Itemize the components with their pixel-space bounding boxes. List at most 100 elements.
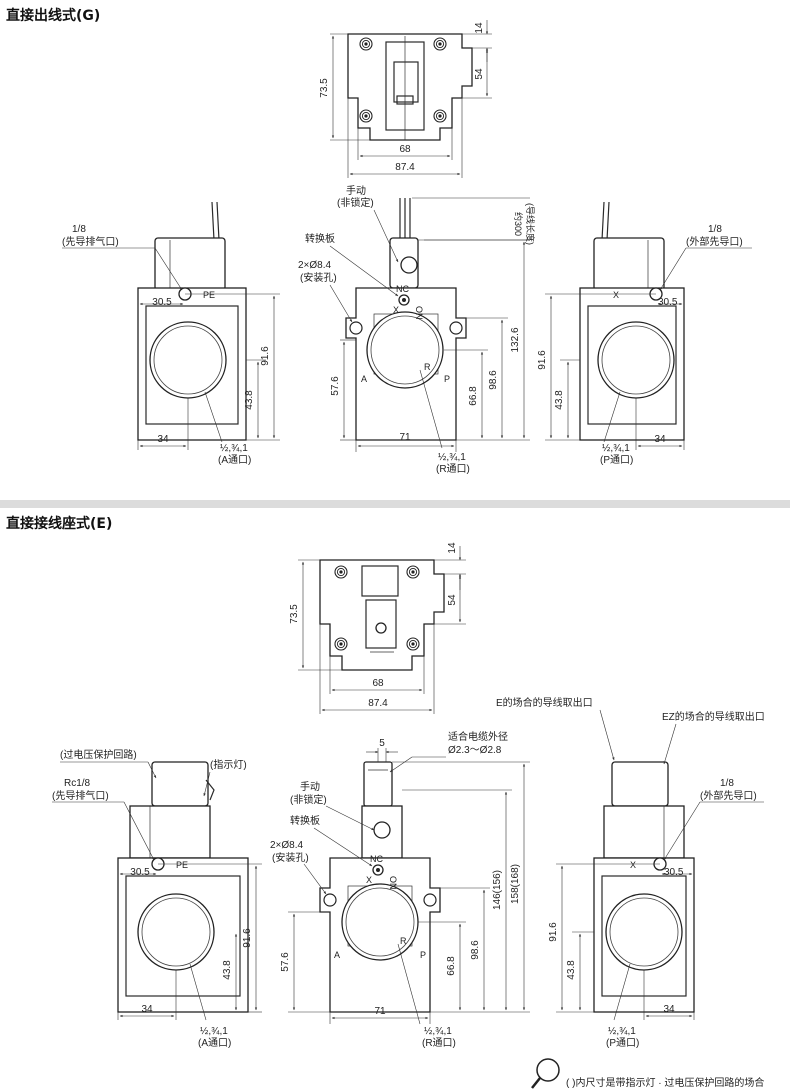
g-left-conn-size: ½,¾,1 (220, 443, 248, 454)
g-center-dim-h2: 98.6 (488, 370, 499, 390)
footnote: ( )内尺寸是带指示灯 · 过电压保护回路的场合 (531, 1058, 764, 1089)
e-center-on: ON (388, 876, 398, 890)
e-left-dim-h2: 43.8 (222, 960, 233, 980)
g-left-pe: PE (203, 290, 215, 300)
section-divider (0, 500, 790, 508)
e-center-holes-sub: (安装孔) (272, 851, 309, 864)
e-top-dim-right: 54 (447, 594, 458, 606)
g-center-conn-size: ½,¾,1 (438, 452, 466, 463)
e-right-conn-name: (P通口) (606, 1037, 639, 1049)
e-center-manual: 手动 (300, 780, 320, 793)
g-top-dim-height: 73.5 (319, 78, 330, 98)
g-center-lead-len: 约300 (513, 212, 524, 236)
e-center-conn-size: ½,¾,1 (424, 1026, 452, 1037)
g-top-dim-top: 14 (474, 22, 485, 34)
e-left-surge: (过电压保护回路) (60, 748, 137, 761)
e-left-dim-h1: 91.6 (242, 928, 253, 948)
magnifier-icon (536, 1058, 560, 1082)
g-center-holes: 2×Ø8.4 (298, 260, 332, 271)
section-title-e: 直接接线座式(E) (6, 515, 112, 532)
e-top-dim-height: 73.5 (289, 604, 300, 624)
e-right-x: X (630, 860, 636, 870)
e-top-dim-width-inner: 68 (372, 678, 384, 689)
e-top-dim-width-outer: 87.4 (368, 698, 388, 709)
g-center-view: NC X ON A R P 手动 (非锁定) 转换板 2×Ø8.4 (安装孔) … (298, 184, 536, 475)
e-center-dim-h2: 98.6 (470, 940, 481, 960)
e-right-dim-h1: 91.6 (548, 922, 559, 942)
e-left-pe: PE (176, 860, 188, 870)
e-center-cable-range: Ø2.3～Ø2.8 (448, 745, 502, 756)
g-center-switch: 转换板 (305, 232, 335, 245)
g-right-conn-name: (P通口) (600, 454, 633, 466)
e-left-conn-name: (A通口) (198, 1037, 231, 1049)
g-center-holes-sub: (安装孔) (300, 271, 337, 284)
e-center-switch: 转换板 (290, 814, 320, 827)
e-center-dim-h-left: 57.6 (280, 952, 291, 972)
e-center-dim-h4: 158(168) (510, 864, 521, 904)
e-center-dim-h3: 146(156) (492, 870, 503, 910)
g-center-manual-sub: (非锁定) (337, 196, 374, 209)
g-right-dim-offset: 30.5 (658, 297, 678, 308)
g-center-dim-width: 71 (399, 432, 411, 443)
g-right-x: X (613, 290, 619, 300)
g-center-conn-name: (R通口) (436, 463, 470, 475)
g-left-dim-offset: 30.5 (152, 297, 172, 308)
e-center-nc: NC (370, 854, 383, 864)
g-left-port-size: 1/8 (72, 224, 86, 235)
g-center-r: R (424, 362, 431, 372)
g-center-on: ON (414, 306, 424, 320)
g-right-port-name: (外部先导口) (686, 235, 743, 248)
e-left-lamp: (指示灯) (210, 758, 247, 771)
g-top-view: 73.5 14 54 68 87.4 (319, 20, 492, 178)
e-center-p: P (420, 950, 426, 960)
e-center-holes: 2×Ø8.4 (270, 840, 304, 851)
e-center-x: X (366, 875, 372, 885)
e-center-conn-name: (R通口) (422, 1037, 456, 1049)
e-right-dim-offset: 30.5 (664, 867, 684, 878)
e-center-cable: 适合电缆外径 (448, 730, 508, 743)
e-right-conn-size: ½,¾,1 (608, 1026, 636, 1037)
g-center-p: P (444, 374, 450, 384)
e-right-dim-width: 34 (663, 1004, 675, 1015)
g-left-port-name: (先导排气口) (62, 235, 119, 248)
g-right-dim-h2: 43.8 (554, 390, 565, 410)
g-left-dim-width: 34 (157, 434, 169, 445)
g-left-dim-h2: 43.8 (244, 390, 255, 410)
g-center-dim-h-left: 57.6 (330, 376, 341, 396)
section-title-g: 直接出线式(G) (6, 7, 100, 24)
e-center-r: R (400, 936, 407, 946)
e-center-a: A (334, 950, 340, 960)
e-top-view: 73.5 14 54 68 87.4 (289, 542, 466, 714)
g-center-manual: 手动 (346, 184, 366, 197)
g-top-dim-right: 54 (474, 68, 485, 80)
g-center-dim-h1: 66.8 (468, 386, 479, 406)
g-center-a: A (361, 374, 367, 384)
e-center-dim-width: 71 (374, 1006, 386, 1017)
e-right-port-name: (外部先导口) (700, 789, 757, 802)
e-left-dim-offset: 30.5 (130, 867, 150, 878)
g-center-x: X (393, 305, 399, 315)
g-left-dim-h1: 91.6 (260, 346, 271, 366)
g-center-dim-h3: 132.6 (510, 327, 521, 352)
e-left-port-size: Rc1/8 (64, 778, 91, 789)
e-center-dim-top: 5 (379, 738, 385, 749)
g-center-lead-sub: (导线长度) (525, 203, 536, 245)
g-top-dim-width-outer: 87.4 (395, 162, 415, 173)
g-right-port-size: 1/8 (708, 224, 722, 235)
g-top-dim-width-inner: 68 (399, 144, 411, 155)
g-left-view: 1/8 (先导排气口) PE 30.5 91.6 43.8 34 ½,¾,1 (… (62, 201, 280, 466)
e-left-port-name: (先导排气口) (52, 789, 109, 802)
e-left-dim-width: 34 (141, 1004, 153, 1015)
g-left-conn-name: (A通口) (218, 454, 251, 466)
e-left-view: (过电压保护回路) (指示灯) Rc1/8 (先导排气口) PE 30.5 91… (52, 748, 262, 1049)
e-right-port-size: 1/8 (720, 778, 734, 789)
e-right-e-exit: E的场合的导线取出口 (496, 696, 593, 709)
e-left-conn-size: ½,¾,1 (200, 1026, 228, 1037)
e-right-ez-exit: EZ的场合的导线取出口 (662, 710, 765, 723)
e-center-view: NC X ON A R P 5 适合电缆外径 Ø2.3～Ø2.8 手动 (非锁定… (270, 730, 530, 1049)
g-right-dim-h1: 91.6 (537, 350, 548, 370)
footnote-text: ( )内尺寸是带指示灯 · 过电压保护回路的场合 (566, 1076, 764, 1089)
g-right-conn-size: ½,¾,1 (602, 443, 630, 454)
e-right-view: E的场合的导线取出口 EZ的场合的导线取出口 1/8 (外部先导口) X 30.… (496, 696, 765, 1049)
e-center-manual-sub: (非锁定) (290, 793, 327, 806)
